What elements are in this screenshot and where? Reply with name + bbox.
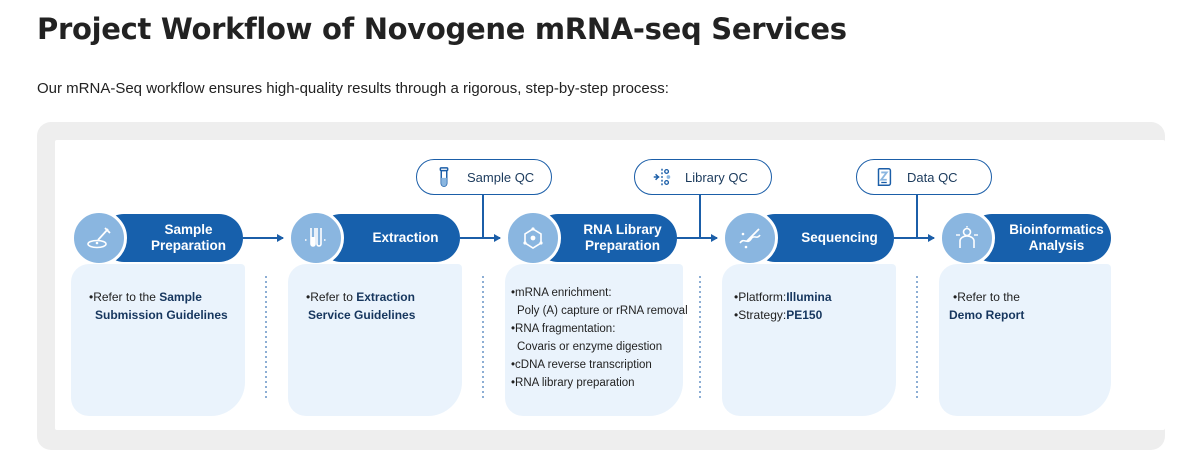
analyst-person-icon [956,226,978,248]
detail-line: •RNA library preparation [511,377,635,389]
step-title-line1: Sequencing [801,230,878,245]
petri-dish-icon [87,227,111,249]
molecule-network-icon [523,227,543,249]
guideline-link[interactable]: Sample [159,290,202,304]
test-tube-icon [439,167,449,187]
step-title-line1: RNA Library [583,222,662,237]
page-subtitle: Our mRNA-Seq workflow ensures high-quali… [37,80,669,97]
detail-line: •cDNA reverse transcription [511,359,652,371]
detail-card-sample-preparation: •Refer to the Sample Submission Guidelin… [71,264,245,416]
step-icon-circle-2 [288,210,344,266]
page-title: Project Workflow of Novogene mRNA-seq Se… [37,12,847,46]
step-icon-circle-4 [722,210,778,266]
step-title-line2: Preparation [150,238,227,253]
detail-line: •Refer to the Sample [89,290,202,304]
detail-line: Covaris or enzyme digestion [517,341,663,353]
guideline-link[interactable]: Extraction [356,290,415,304]
step-pill-sequencing: Sequencing [751,214,894,262]
qc-pill-library: Library QC [634,159,772,195]
qc-pill-sample: Sample QC [416,159,552,195]
demo-report-link[interactable]: Demo Report [949,308,1025,322]
sequencing-pipette-icon [739,228,761,249]
step-title-line1: Extraction [372,230,439,245]
step-icon-circle-3 [505,210,561,266]
detail-line: •RNA fragmentation: [511,323,616,335]
detail-card-rna-library-preparation: •mRNA enrichment: Poly (A) capture or rR… [505,264,688,416]
detail-line: •Strategy:PE150 [734,308,823,322]
step-title-line1: Sample [164,222,213,237]
qc-label-sample: Sample QC [467,169,535,185]
qc-pill-data: Data QC [856,159,992,195]
dna-chip-icon [653,168,671,186]
step-title-line2: Preparation [584,238,660,253]
step-icon-circle-1 [71,210,127,266]
detail-card-bioinformatics-analysis: •Refer to the Demo Report [939,264,1111,416]
guideline-link[interactable]: Submission Guidelines [95,308,228,322]
step-title-line2: Analysis [1028,238,1085,253]
data-scroll-icon [877,168,892,186]
step-icon-circle-5 [939,210,995,266]
detail-card-extraction: •Refer to Extraction Service Guidelines [288,264,462,416]
detail-line: Submission Guidelines [95,306,228,324]
detail-line: •Platform:Illumina [734,290,832,304]
qc-label-library: Library QC [685,169,748,185]
test-tubes-icon [305,228,327,247]
detail-line: •Refer to the [953,290,1020,304]
step-title-line1: Bioinformatics [1009,222,1104,237]
detail-line: Poly (A) capture or rRNA removal [517,305,688,317]
detail-line: •mRNA enrichment: [511,287,612,299]
detail-line: Demo Report [949,306,1024,324]
detail-line: Service Guidelines [308,306,415,324]
qc-label-data: Data QC [907,169,958,185]
detail-line: •Refer to Extraction [306,290,415,304]
guideline-link[interactable]: Service Guidelines [308,308,416,322]
detail-card-sequencing: •Platform:Illumina •Strategy:PE150 [722,264,896,416]
